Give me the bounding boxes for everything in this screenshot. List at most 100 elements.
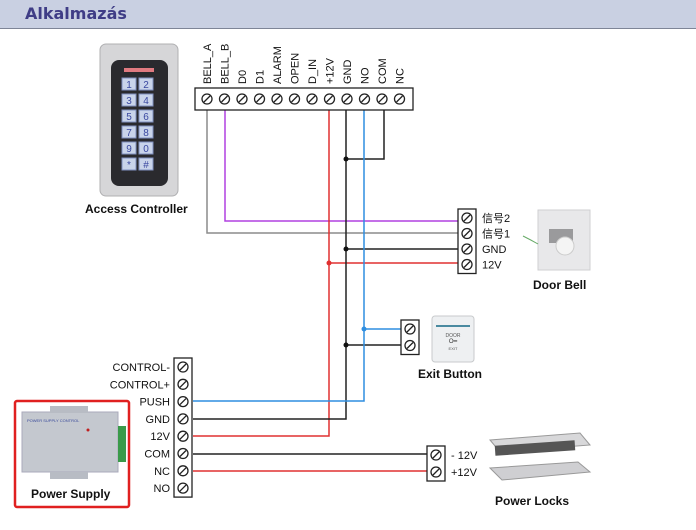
power-supply-terminal-label: GND — [146, 414, 171, 426]
keypad-key — [138, 77, 154, 91]
screw-terminal-icon — [218, 93, 231, 105]
screw-terminal-icon — [288, 93, 301, 105]
power-supply-terminal-label: NC — [154, 466, 170, 478]
controller-terminal-label: BELL_B — [220, 44, 232, 84]
controller-terminal-label: GND — [342, 60, 354, 85]
power-supply-caption: Power Supply — [31, 487, 111, 501]
screw-terminal-icon — [177, 378, 189, 390]
exit-plate-top: DOOR — [446, 333, 461, 339]
controller-terminal-label: +12V — [325, 57, 337, 84]
power-supply-label: POWER SUPPLY CONTROL — [27, 418, 80, 423]
screw-terminal-icon — [306, 93, 318, 105]
screw-terminal-icon — [323, 93, 336, 105]
screw-terminal-icon — [271, 93, 283, 105]
screw-terminal-icon — [253, 93, 266, 105]
controller-terminal-label: BELL_A — [202, 43, 214, 84]
keypad-key-label: 8 — [143, 128, 149, 139]
keypad-key-label: 6 — [143, 112, 149, 123]
screw-terminal-icon — [393, 93, 406, 105]
screw-terminal-icon — [461, 258, 473, 271]
keypad-key — [121, 109, 137, 123]
doorbell-terminal-label: GND — [482, 244, 507, 256]
keypad-key — [121, 77, 137, 91]
doorbell-image — [522, 209, 591, 271]
doorbell-terminal-label: 信号1 — [482, 228, 510, 241]
screw-terminal-icon — [201, 93, 213, 105]
screw-terminal-icon — [404, 339, 416, 352]
section-header: Alkalmazás — [0, 0, 696, 29]
screw-terminal-icon — [177, 413, 189, 425]
power-supply-image: POWER SUPPLY CONTROL — [21, 406, 126, 479]
exit-terminal-block — [400, 319, 420, 356]
lock-terminal-label: +12V — [451, 467, 478, 479]
controller-terminal-label: D1 — [255, 70, 267, 84]
controller-terminal-label: OPEN — [290, 53, 302, 84]
wire-bell-a — [206, 110, 460, 234]
key-icon: O━ — [449, 339, 458, 345]
wires — [193, 110, 460, 472]
keypad-key — [121, 93, 137, 107]
exit-plate-bottom: EXIT — [449, 346, 458, 351]
screw-terminal-icon — [177, 430, 189, 442]
junction-dot — [343, 156, 349, 162]
controller-terminal-label: D_IN — [307, 59, 319, 84]
power-supply-terminal-label: COM — [144, 449, 170, 461]
screw-terminal-icon — [341, 93, 353, 105]
power-supply-terminal-label: PUSH — [139, 397, 170, 409]
screw-terminal-icon — [177, 447, 189, 460]
controller-terminal-label: COM — [377, 58, 389, 84]
controller-terminal-label: NO — [360, 67, 372, 84]
screw-terminal-icon — [430, 466, 442, 478]
exit-button-caption: Exit Button — [418, 367, 482, 381]
keypad-key-label: # — [143, 160, 149, 171]
junction-dot — [361, 326, 367, 332]
screw-terminal-icon — [461, 212, 473, 224]
screw-terminal-icon — [358, 93, 371, 105]
wire-bell-b — [224, 110, 460, 222]
keypad-key-label: 9 — [126, 144, 132, 155]
power-supply-terminal-label: 12V — [150, 431, 170, 443]
power-supply-terminal-label: CONTROL- — [113, 362, 171, 374]
junction-dot — [326, 260, 332, 266]
keypad-key — [138, 125, 154, 139]
screw-terminal-icon — [404, 323, 416, 335]
keypad-key-label: 1 — [126, 80, 132, 91]
screw-terminal-icon — [177, 482, 189, 494]
keypad-key — [121, 157, 137, 171]
doorbell-caption: Door Bell — [533, 278, 586, 292]
doorbell-terminal-label: 信号2 — [482, 212, 510, 225]
keypad-key — [121, 141, 137, 155]
section-title: Alkalmazás — [25, 4, 127, 23]
keypad-key-label: 0 — [143, 144, 149, 155]
controller-terminal-label: D0 — [237, 70, 249, 84]
power-lock-image — [488, 432, 592, 481]
lock-terminal-block: - 12V+12V — [426, 445, 478, 482]
wire-com — [346, 110, 385, 160]
access-controller-caption: Access Controller — [85, 202, 188, 216]
screw-terminal-icon — [236, 93, 248, 105]
keypad-key-label: 7 — [126, 128, 132, 139]
keypad-key-label: 4 — [143, 96, 149, 107]
screw-terminal-icon — [376, 93, 388, 105]
keypad-key — [121, 125, 137, 139]
keypad-key — [138, 109, 154, 123]
keypad-key — [138, 157, 154, 171]
junction-dot — [343, 342, 349, 348]
screw-terminal-icon — [430, 449, 442, 461]
screw-terminal-icon — [177, 465, 189, 477]
power-supply-highlight — [13, 399, 131, 509]
keypad-key-label: 2 — [143, 80, 149, 91]
doorbell-terminal-label: 12V — [482, 260, 502, 272]
keypad-key-label: 5 — [126, 112, 132, 123]
power-supply-terminal-label: CONTROL+ — [110, 379, 170, 391]
screw-terminal-icon — [177, 395, 189, 408]
keypad-key — [138, 141, 154, 155]
junction-dot — [343, 246, 349, 252]
keypad-key-label: * — [127, 160, 131, 171]
